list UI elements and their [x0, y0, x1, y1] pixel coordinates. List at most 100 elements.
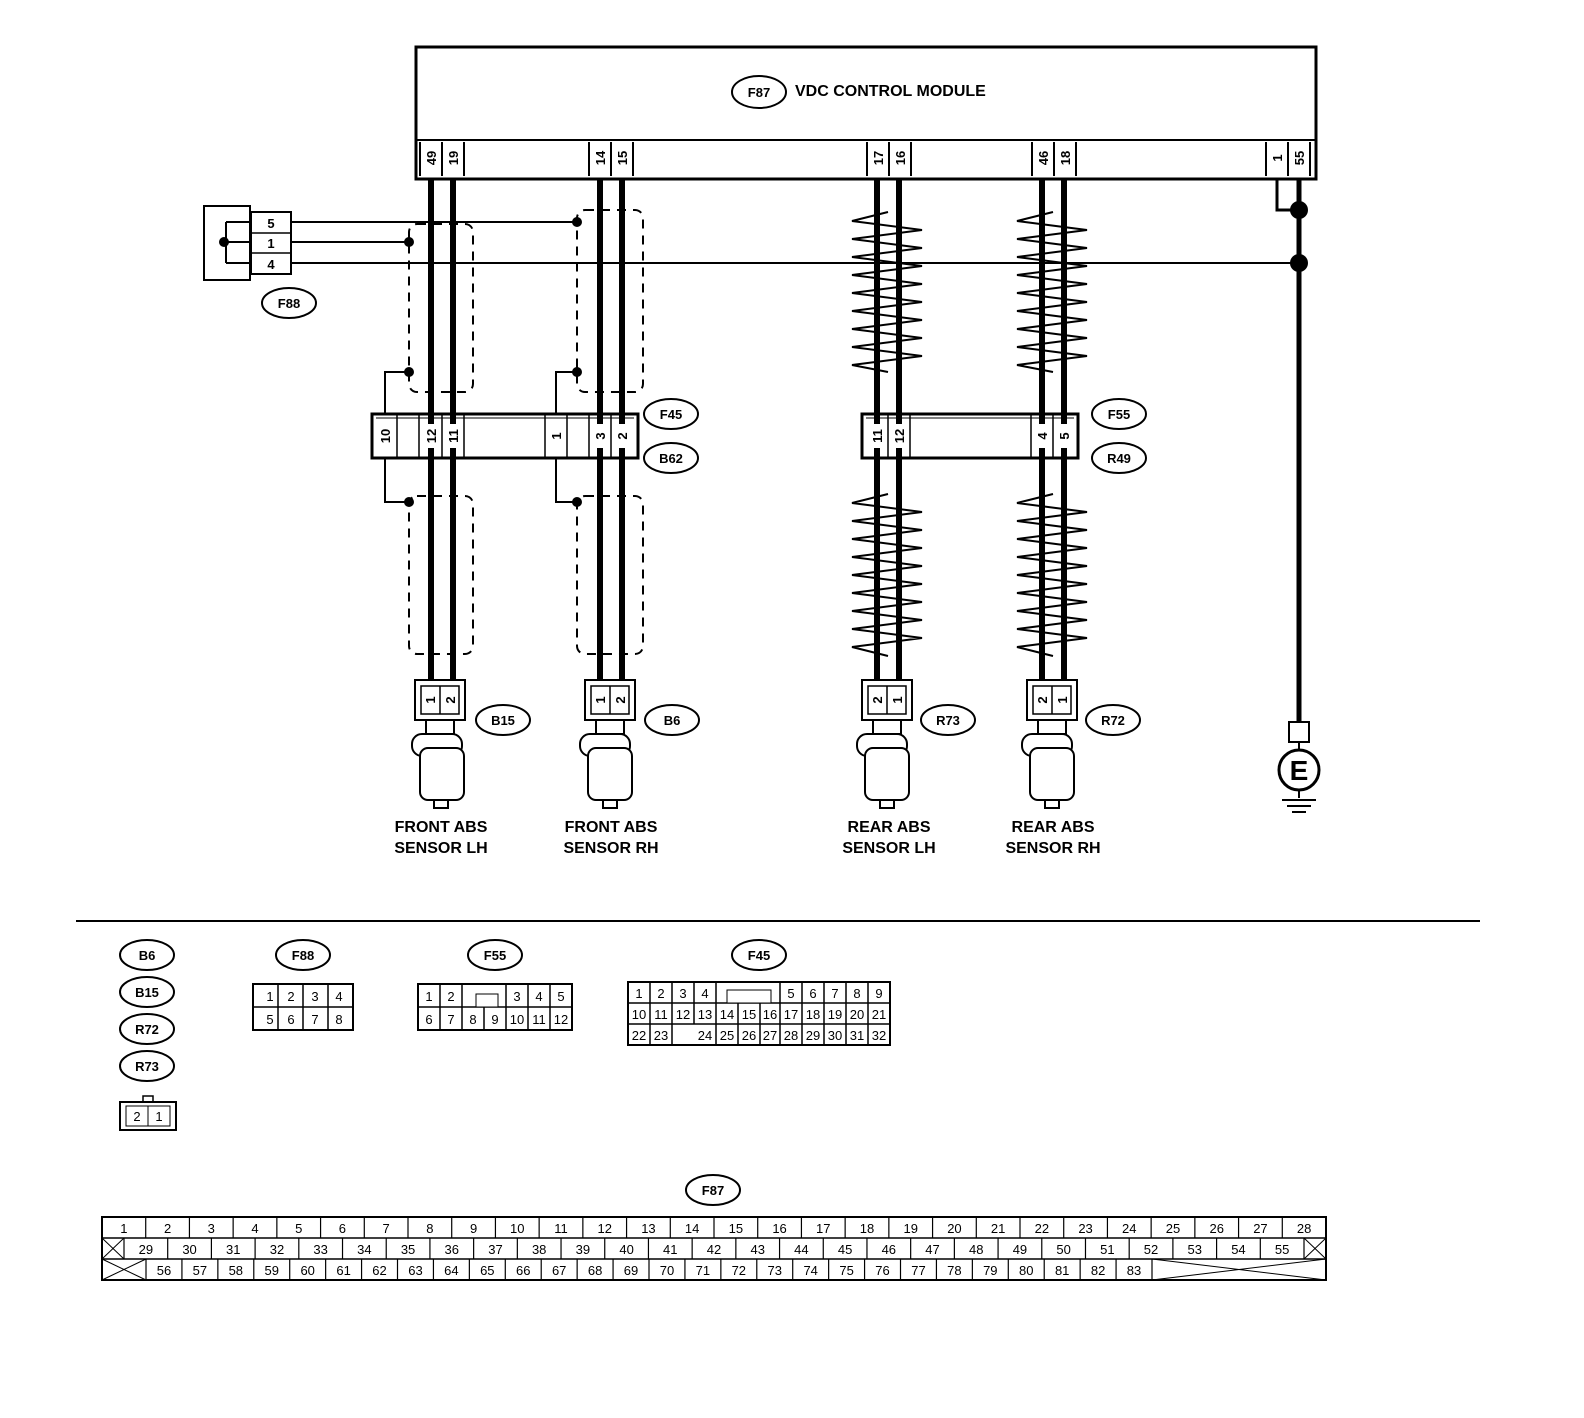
f87-pin-32: 32	[270, 1242, 284, 1257]
svg-text:12: 12	[554, 1012, 568, 1027]
f87-pin-55: 55	[1275, 1242, 1289, 1257]
sensor-front-rh: 1 2	[579, 679, 636, 809]
f88-pin-1: 1	[267, 236, 274, 251]
f87-pin-44: 44	[794, 1242, 808, 1257]
legend-f55-connector: F55 1 2 3 4 5 6 7 8 9 10 11 12	[417, 939, 573, 1031]
svg-text:5: 5	[266, 1012, 273, 1027]
ground-label: E	[1290, 755, 1309, 786]
f87-pin-11: 11	[554, 1221, 568, 1236]
sensor-front-rh-label-1: FRONT ABS	[565, 819, 658, 836]
f88-tag-oval	[261, 287, 317, 319]
svg-text:17: 17	[784, 1007, 798, 1022]
svg-text:4: 4	[701, 986, 708, 1001]
joint-front-pin-10: 10	[378, 429, 393, 443]
joint-rear-tag-top: F55	[1108, 407, 1130, 422]
svg-text:12: 12	[676, 1007, 690, 1022]
svg-text:6: 6	[809, 986, 816, 1001]
f87-pin-40: 40	[619, 1242, 633, 1257]
svg-text:8: 8	[469, 1012, 476, 1027]
joint-front-tag-top: F45	[660, 407, 682, 422]
f87-pin-27: 27	[1253, 1221, 1267, 1236]
f87-pin-48: 48	[969, 1242, 983, 1257]
f87-pin-56: 56	[157, 1263, 171, 1278]
module-pin-15: 15	[615, 151, 630, 165]
legend-f88-connector: F88 1 2 3 4 5 6 7 8	[252, 939, 354, 1031]
joint-rear-tag-bottom: R49	[1107, 451, 1131, 466]
svg-text:28: 28	[784, 1028, 798, 1043]
f87-pin-67: 67	[552, 1263, 566, 1278]
svg-text:7: 7	[311, 1012, 318, 1027]
f87-pin-24: 24	[1122, 1221, 1136, 1236]
f87-pin-79: 79	[983, 1263, 997, 1278]
f87-pin-34: 34	[357, 1242, 371, 1257]
f87-pin-17: 17	[816, 1221, 830, 1236]
sensor-rear-rh-tag: R72	[1101, 713, 1125, 728]
module-pin-cells	[419, 142, 1311, 176]
svg-text:4: 4	[335, 989, 342, 1004]
sensor-rear-lh-label-2: SENSOR LH	[842, 840, 935, 857]
svg-text:7: 7	[447, 1012, 454, 1027]
f87-pin-80: 80	[1019, 1263, 1033, 1278]
svg-text:21: 21	[872, 1007, 886, 1022]
svg-text:20: 20	[850, 1007, 864, 1022]
f87-pin-38: 38	[532, 1242, 546, 1257]
module-pin-18: 18	[1058, 151, 1073, 165]
f87-pin-5: 5	[295, 1221, 302, 1236]
f87-pin-7: 7	[383, 1221, 390, 1236]
svg-text:B6: B6	[139, 948, 156, 963]
f87-pin-53: 53	[1188, 1242, 1202, 1257]
svg-text:F87: F87	[702, 1183, 724, 1198]
svg-text:F88: F88	[292, 948, 314, 963]
module-pin-17: 17	[871, 151, 886, 165]
svg-text:10: 10	[632, 1007, 646, 1022]
f87-pin-47: 47	[925, 1242, 939, 1257]
f87-pin-61: 61	[336, 1263, 350, 1278]
svg-text:B15: B15	[135, 985, 159, 1000]
f88-connector	[250, 211, 292, 275]
svg-text:6: 6	[287, 1012, 294, 1027]
f87-pin-42: 42	[707, 1242, 721, 1257]
module-pin-16: 16	[893, 151, 908, 165]
svg-text:1: 1	[1055, 696, 1070, 703]
svg-text:2: 2	[287, 989, 294, 1004]
module-title: VDC CONTROL MODULE	[795, 83, 986, 100]
svg-text:13: 13	[698, 1007, 712, 1022]
svg-text:26: 26	[742, 1028, 756, 1043]
svg-text:18: 18	[806, 1007, 820, 1022]
svg-text:24: 24	[698, 1028, 712, 1043]
module-tag: F87	[748, 85, 770, 100]
f87-pin-22: 22	[1035, 1221, 1049, 1236]
svg-text:1: 1	[425, 989, 432, 1004]
sensor-rear-rh-label-2: SENSOR RH	[1005, 840, 1100, 857]
legend-sensor-tags: B6 B15 R72 R73 2 1	[119, 939, 177, 1131]
svg-text:2: 2	[443, 696, 458, 703]
module-pin-14: 14	[593, 150, 608, 165]
f87-pin-35: 35	[401, 1242, 415, 1257]
f87-pin-72: 72	[732, 1263, 746, 1278]
svg-text:R73: R73	[135, 1059, 159, 1074]
f87-pin-8: 8	[426, 1221, 433, 1236]
svg-text:19: 19	[828, 1007, 842, 1022]
f87-pin-4: 4	[251, 1221, 258, 1236]
svg-text:25: 25	[720, 1028, 734, 1043]
svg-text:5: 5	[787, 986, 794, 1001]
sensor-front-lh-label-2: SENSOR LH	[394, 840, 487, 857]
svg-text:1: 1	[890, 696, 905, 703]
f87-pin-74: 74	[803, 1263, 817, 1278]
f87-pin-26: 26	[1209, 1221, 1223, 1236]
svg-text:2: 2	[447, 989, 454, 1004]
svg-text:16: 16	[763, 1007, 777, 1022]
joint-rear-pin-12: 12	[892, 429, 907, 443]
svg-text:R72: R72	[135, 1022, 159, 1037]
svg-text:1: 1	[423, 696, 438, 703]
f87-pin-33: 33	[313, 1242, 327, 1257]
svg-text:2: 2	[133, 1109, 140, 1124]
sensor-front-lh-tag: B15	[491, 713, 515, 728]
svg-text:4: 4	[535, 989, 542, 1004]
svg-text:9: 9	[875, 986, 882, 1001]
svg-text:2: 2	[870, 696, 885, 703]
svg-text:27: 27	[763, 1028, 777, 1043]
sensor-front-lh-label-1: FRONT ABS	[395, 819, 488, 836]
f87-pin-54: 54	[1231, 1242, 1245, 1257]
